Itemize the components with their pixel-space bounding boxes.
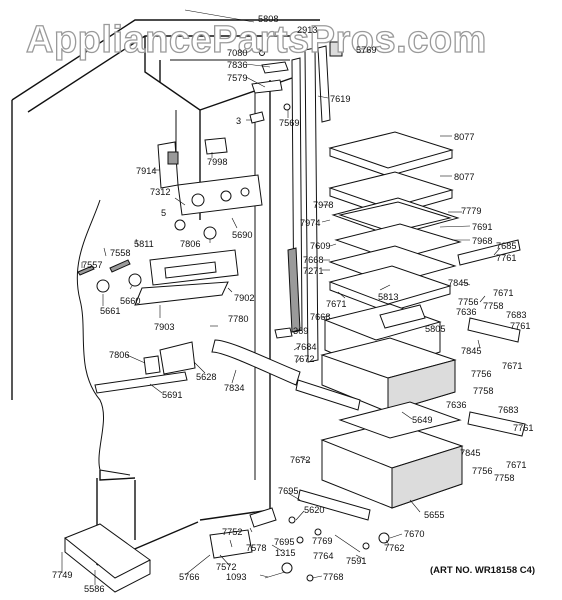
part-label: 7591 (346, 556, 366, 566)
part-label: 7672 (294, 354, 314, 364)
part-label: 7780 (228, 314, 248, 324)
part-label: 7670 (404, 529, 424, 539)
part-label: 5 (161, 208, 166, 218)
part-label: 1093 (226, 572, 246, 582)
part-label: 5628 (196, 372, 216, 382)
part-label: 7968 (472, 236, 492, 246)
part-label: 7761 (510, 321, 530, 331)
part-number-labels: 5808 2913 5769 7080 7836 7579 7619 7569 … (52, 14, 533, 594)
watermark-text: AppliancePartsPros.com (26, 19, 487, 61)
part-label: 7579 (227, 73, 247, 83)
part-label: 7636 (446, 400, 466, 410)
part-label: 5813 (378, 292, 398, 302)
part-label: 7312 (150, 187, 170, 197)
top-hinge-parts (249, 50, 291, 124)
part-label: 7806 (109, 350, 129, 360)
part-label: 7691 (472, 222, 492, 232)
bottom-hinge-hardware (209, 507, 390, 582)
part-label: 7672 (290, 455, 310, 465)
part-label: 7779 (461, 206, 481, 216)
part-label: 7834 (224, 383, 244, 393)
part-label: 7806 (180, 239, 200, 249)
part-label: 7758 (483, 301, 503, 311)
part-label: 7683 (498, 405, 518, 415)
control-housing-parts (134, 137, 263, 306)
part-label: 7845 (460, 448, 480, 458)
part-label: 7752 (222, 527, 242, 537)
glass-shelves (328, 131, 462, 313)
part-label: 5660 (120, 296, 140, 306)
part-label: 5661 (100, 306, 120, 316)
art-number: (ART NO. WR18158 C4) (430, 565, 535, 576)
part-label: 7636 (456, 307, 476, 317)
part-label: 7974 (300, 218, 320, 228)
part-label: 7836 (227, 60, 247, 70)
part-label: 7761 (496, 253, 516, 263)
part-label: 7695 (278, 486, 298, 496)
part-label: 7768 (323, 572, 343, 582)
part-label: 5655 (424, 510, 444, 520)
part-label: 7769 (312, 536, 332, 546)
part-label: 7903 (154, 322, 174, 332)
part-label: 7914 (136, 166, 156, 176)
part-label: 7758 (473, 386, 493, 396)
part-label: 5690 (232, 230, 252, 240)
part-label: 8077 (454, 172, 474, 182)
part-label: 7756 (458, 297, 478, 307)
part-label: 5620 (304, 505, 324, 515)
crisper-drawers (320, 303, 464, 509)
part-label: 7749 (52, 570, 72, 580)
part-label: 7569 (279, 118, 299, 128)
part-label: 7764 (313, 551, 333, 561)
part-label: 7683 (506, 310, 526, 320)
misc-left-parts (64, 259, 301, 593)
part-label: 7671 (502, 361, 522, 371)
part-label: 7902 (234, 293, 254, 303)
part-label: 7671 (493, 288, 513, 298)
part-label: 3 (236, 116, 241, 126)
part-label: 7761 (513, 423, 533, 433)
part-label: 7609 (310, 241, 330, 251)
part-label: 7080 (227, 48, 247, 58)
part-label: 5766 (179, 572, 199, 582)
part-label: 7762 (384, 543, 404, 553)
part-label: 7619 (330, 94, 350, 104)
refrigerator-cabinet-outline (11, 19, 320, 566)
part-label: 7978 (313, 200, 333, 210)
part-label: 7671 (506, 460, 526, 470)
part-label: 5808 (258, 14, 278, 24)
part-label: 2913 (297, 25, 317, 35)
drawer-side-rails (274, 239, 526, 521)
part-label: 5649 (412, 415, 432, 425)
part-label: 5586 (84, 584, 104, 594)
part-label: 7756 (471, 369, 491, 379)
part-label: 7845 (448, 278, 468, 288)
part-label: 5811 (134, 239, 154, 249)
part-label: 7684 (296, 342, 316, 352)
part-label: 5805 (425, 324, 445, 334)
part-label: 369 (293, 326, 308, 336)
part-label: 7671 (326, 299, 346, 309)
part-label: 7756 (472, 466, 492, 476)
part-label: 7695 (274, 537, 294, 547)
part-label: 7558 (110, 248, 130, 258)
part-label: 7668 (310, 312, 330, 322)
part-label: 1315 (275, 548, 295, 558)
leader-lines (61, 9, 501, 585)
part-label: 7998 (207, 157, 227, 167)
vertical-trim-strips (287, 41, 343, 363)
part-label: 7557 (82, 260, 102, 270)
part-label: 7758 (494, 473, 514, 483)
part-label: 8077 (454, 132, 474, 142)
part-label: 7271 (303, 266, 323, 276)
part-label: 7572 (216, 562, 236, 572)
part-label: 7845 (461, 346, 481, 356)
part-label: 7668 (303, 255, 323, 265)
part-label: 5691 (162, 390, 182, 400)
part-label: 7685 (496, 241, 516, 251)
part-label: 5769 (356, 45, 376, 55)
part-label: 7578 (246, 543, 266, 553)
